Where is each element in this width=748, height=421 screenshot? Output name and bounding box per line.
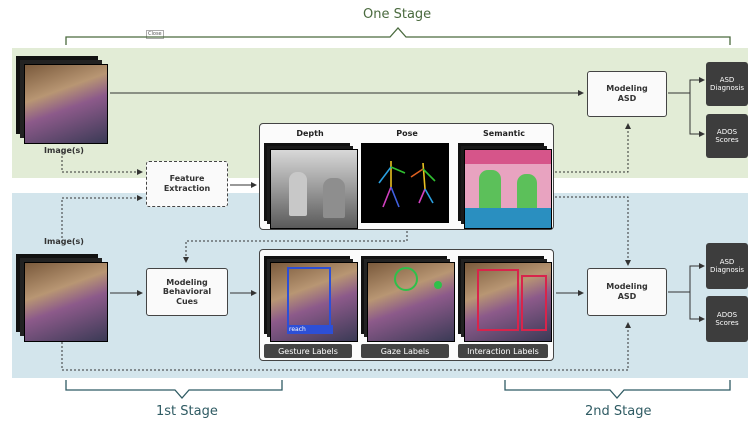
first-stage-brace-icon [65, 380, 283, 399]
interaction-image [458, 256, 552, 342]
one-stage-title: One Stage [363, 7, 432, 22]
asd-diagnosis-bottom: ASD Diagnosis [706, 243, 748, 289]
second-stage-brace-icon [504, 380, 731, 399]
gesture-labels-pill: Gesture Labels [264, 344, 352, 358]
interaction-labels-pill: Interaction Labels [458, 344, 548, 358]
feature-extraction-box: Feature Extraction [146, 161, 228, 207]
ados-scores-top: ADOS Scores [706, 114, 748, 158]
images-label-bottom: Image(s) [44, 237, 84, 246]
input-image-stack-top [16, 56, 108, 144]
depth-map-image [264, 143, 358, 229]
labels-panel: reach Gesture Labels Gaze Labels Interac… [259, 249, 554, 361]
close-button[interactable]: Close [146, 30, 164, 39]
semantic-header: Semantic [483, 129, 525, 138]
top-brace-icon [65, 27, 731, 45]
input-image-stack-bottom [16, 254, 108, 342]
modeling-asd-bottom-box: Modeling ASD [587, 268, 667, 316]
asd-diagnosis-top: ASD Diagnosis [706, 62, 748, 106]
semantic-image [458, 143, 552, 229]
modeling-behavioral-cues-box: Modeling Behavioral Cues [146, 268, 228, 316]
pose-header: Pose [396, 129, 418, 138]
images-label-top: Image(s) [44, 146, 84, 155]
first-stage-title: 1st Stage [156, 404, 218, 419]
gaze-labels-pill: Gaze Labels [361, 344, 449, 358]
modeling-asd-top-box: Modeling ASD [587, 71, 667, 117]
second-stage-title: 2nd Stage [585, 404, 652, 419]
features-panel: Depth Pose Semantic [259, 123, 554, 230]
ados-scores-bottom: ADOS Scores [706, 296, 748, 342]
reach-tag: reach [287, 325, 333, 334]
gaze-image [361, 256, 455, 342]
pose-image [361, 143, 453, 227]
depth-header: Depth [296, 129, 324, 138]
gesture-image: reach [264, 256, 358, 342]
